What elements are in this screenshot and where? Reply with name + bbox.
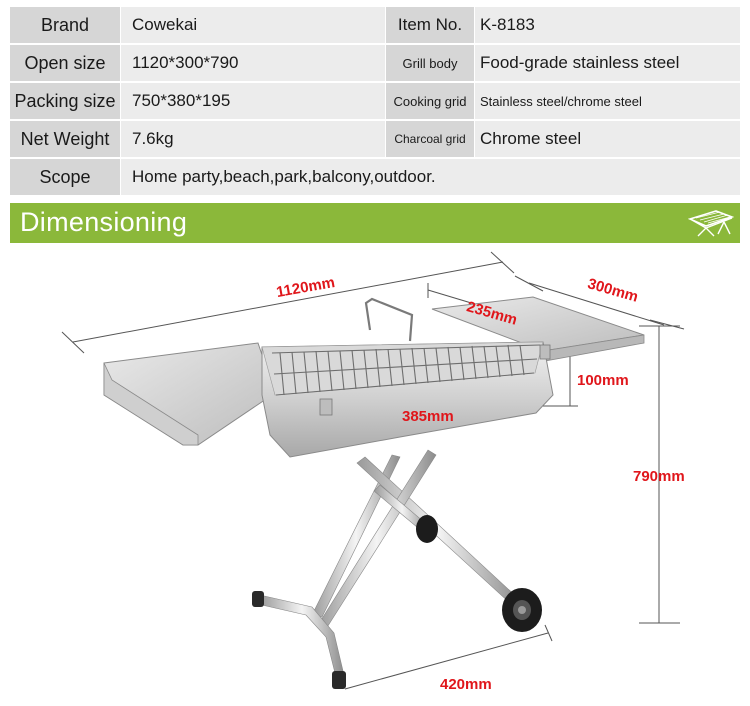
- wheels: [416, 515, 542, 632]
- spec-value: K-8183: [475, 7, 740, 43]
- spec-label: Scope: [10, 159, 120, 195]
- spec-label: Brand: [10, 7, 120, 43]
- dimensioning-banner: Dimensioning: [10, 203, 740, 243]
- spec-row-scope: Scope Home party,beach,park,balcony,outd…: [10, 159, 740, 197]
- dimension-leg-span: 420mm: [440, 676, 492, 693]
- spec-value: 1120*300*790: [121, 45, 385, 81]
- grill-legs: [252, 449, 521, 689]
- spec-label: Cooking grid: [386, 83, 474, 119]
- spec-value: Stainless steel/chrome steel: [475, 83, 740, 119]
- spec-label: Item No.: [386, 7, 474, 43]
- spec-value: 750*380*195: [121, 83, 385, 119]
- spec-value: Home party,beach,park,balcony,outdoor.: [121, 159, 740, 195]
- dimension-grill-length: 385mm: [402, 408, 454, 425]
- grill-icon: [687, 208, 735, 243]
- spec-value: Chrome steel: [475, 121, 740, 157]
- spec-label: Packing size: [10, 83, 120, 119]
- dimension-height: 790mm: [633, 468, 685, 485]
- grill-diagram: [61, 251, 685, 690]
- spec-value: Cowekai: [121, 7, 385, 43]
- spec-value: Food-grade stainless steel: [475, 45, 740, 81]
- spec-value: 7.6kg: [121, 121, 385, 157]
- spec-label: Open size: [10, 45, 120, 81]
- cooking-grid: [271, 344, 541, 396]
- banner-title: Dimensioning: [20, 207, 188, 237]
- spec-table: Brand Cowekai Item No. K-8183 Open size …: [10, 7, 740, 197]
- dimension-body-height: 100mm: [577, 372, 629, 389]
- spec-label: Grill body: [386, 45, 474, 81]
- spec-row-net-weight: Net Weight 7.6kg Charcoal grid Chrome st…: [10, 121, 740, 159]
- spec-label: Charcoal grid: [386, 121, 474, 157]
- spec-row-packing-size: Packing size 750*380*195 Cooking grid St…: [10, 83, 740, 121]
- spec-label: Net Weight: [10, 121, 120, 157]
- grid-handle: [364, 297, 414, 342]
- spec-row-brand: Brand Cowekai Item No. K-8183: [10, 7, 740, 45]
- spec-row-open-size: Open size 1120*300*790 Grill body Food-g…: [10, 45, 740, 83]
